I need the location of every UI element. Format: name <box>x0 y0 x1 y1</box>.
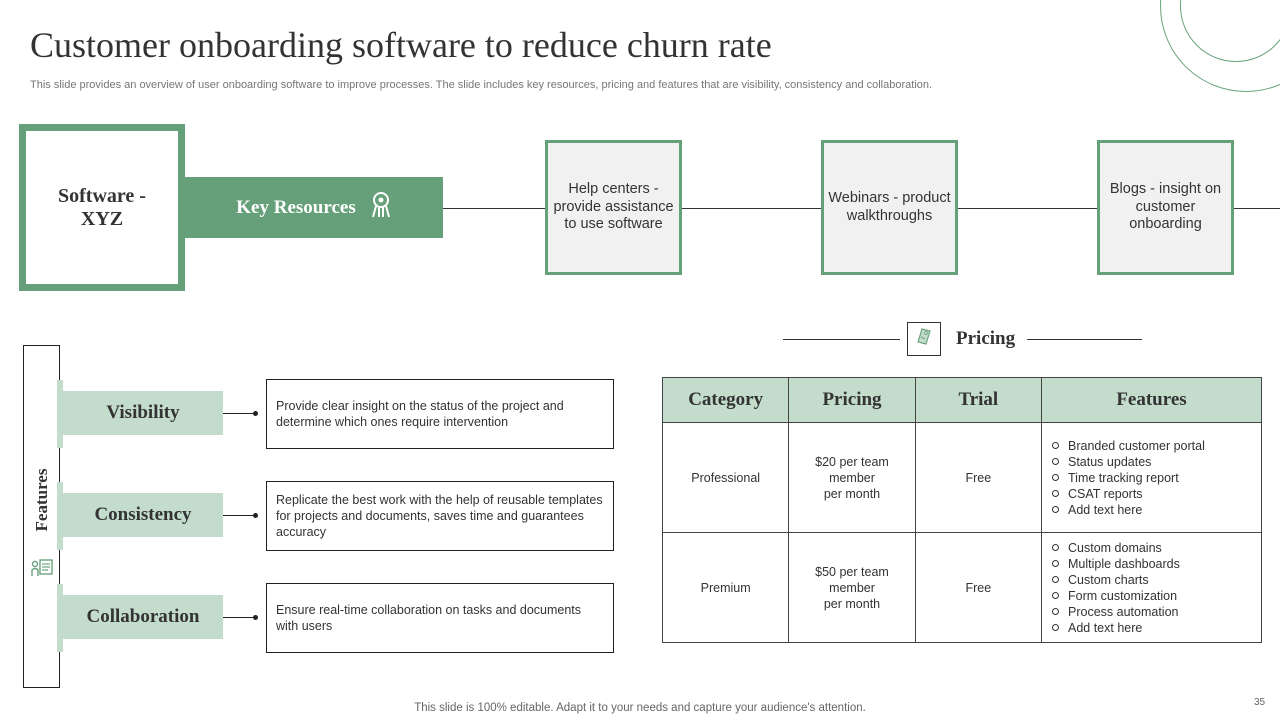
feature-tab-collaboration: Collaboration <box>63 595 223 639</box>
feature-connector-consistency <box>223 515 256 516</box>
pricing-trial-cell: Free <box>914 532 1043 643</box>
feature-connector-collaboration <box>223 617 256 618</box>
list-item: Custom charts <box>1052 572 1261 588</box>
price-line: per month <box>823 596 881 611</box>
bullet-icon <box>1052 624 1059 631</box>
list-item: Branded customer portal <box>1052 438 1261 454</box>
price-line: $20 per team <box>815 454 889 469</box>
software-label-line2: XYZ <box>80 207 124 230</box>
software-box: Software - XYZ <box>19 124 185 291</box>
feature-list: Custom domains Multiple dashboards Custo… <box>1052 540 1261 636</box>
list-item: Custom domains <box>1052 540 1261 556</box>
feature-tab-consistency: Consistency <box>63 493 223 537</box>
key-resources-banner: Key Resources <box>185 177 443 238</box>
feature-connector-dot-visibility <box>253 411 258 416</box>
feature-text: Custom domains <box>1068 540 1162 555</box>
software-label: Software - XYZ <box>58 185 146 231</box>
pricing-col-pricing: Pricing <box>788 377 916 423</box>
page-title: Customer onboarding software to reduce c… <box>30 25 772 65</box>
resource-card-blogs: Blogs - insight on customer onboarding <box>1097 140 1234 275</box>
pricing-icon-box <box>907 322 941 356</box>
features-label: Features <box>32 468 51 532</box>
bullet-icon <box>1052 458 1059 465</box>
table-row: Professional $20 per team member per mon… <box>661 422 1262 533</box>
feature-text: Custom charts <box>1068 572 1149 587</box>
page-number: 35 <box>1254 697 1266 708</box>
bullet-icon <box>1052 442 1059 449</box>
list-item: Time tracking report <box>1052 470 1261 486</box>
pricing-table: Category Pricing Trial Features Professi… <box>661 377 1262 643</box>
footer-note: This slide is 100% editable. Adapt it to… <box>414 702 866 714</box>
feature-strip-visibility <box>57 380 63 448</box>
feature-text: Branded customer portal <box>1068 438 1205 453</box>
feature-text: Time tracking report <box>1068 470 1179 485</box>
pricing-rule-right <box>1027 339 1142 340</box>
feature-text: Multiple dashboards <box>1068 556 1180 571</box>
feature-text: Process automation <box>1068 604 1179 619</box>
feature-connector-dot-collaboration <box>253 615 258 620</box>
pricing-trial-cell: Free <box>914 422 1043 533</box>
price-line: $50 per team <box>815 564 889 579</box>
feature-list: Branded customer portal Status updates T… <box>1052 438 1261 518</box>
list-item: Process automation <box>1052 604 1261 620</box>
bullet-icon <box>1052 490 1059 497</box>
pricing-col-category: Category <box>661 377 790 423</box>
feature-description-collaboration: Ensure real-time collaboration on tasks … <box>266 583 614 653</box>
resource-card-webinars: Webinars - product walkthroughs <box>821 140 958 275</box>
table-row: Premium $50 per team member per month Fr… <box>661 532 1262 643</box>
pricing-price-cell: $20 per team member per month <box>788 422 916 533</box>
bullet-icon <box>1052 608 1059 615</box>
features-icon <box>30 556 54 585</box>
pricing-col-trial: Trial <box>914 377 1043 423</box>
pricing-features-cell: Custom domains Multiple dashboards Custo… <box>1041 532 1262 643</box>
bullet-icon <box>1052 474 1059 481</box>
list-item: Form customization <box>1052 588 1261 604</box>
feature-connector-dot-consistency <box>253 513 258 518</box>
price-line: member <box>829 470 875 485</box>
feature-tab-visibility: Visibility <box>63 391 223 435</box>
key-resources-label: Key Resources <box>236 196 356 218</box>
feature-text: Add text here <box>1068 502 1143 517</box>
list-item: Add text here <box>1052 502 1261 518</box>
bullet-icon <box>1052 506 1059 513</box>
feature-text: Status updates <box>1068 454 1152 469</box>
bullet-icon <box>1052 576 1059 583</box>
pricing-col-features: Features <box>1041 377 1262 423</box>
feature-strip-consistency <box>57 482 63 550</box>
bullet-icon <box>1052 544 1059 551</box>
feature-connector-visibility <box>223 413 256 414</box>
list-item: Status updates <box>1052 454 1261 470</box>
feature-text: Add text here <box>1068 620 1143 635</box>
feature-strip-collaboration <box>57 584 63 652</box>
feature-description-visibility: Provide clear insight on the status of t… <box>266 379 614 449</box>
software-label-line1: Software - <box>58 184 146 207</box>
resource-card-help-centers: Help centers - provide assistance to use… <box>545 140 682 275</box>
feature-text: Form customization <box>1068 588 1178 603</box>
feature-text: CSAT reports <box>1068 486 1143 501</box>
feature-description-consistency: Replicate the best work with the help of… <box>266 481 614 551</box>
price-line: member <box>829 580 875 595</box>
robot-icon <box>370 191 392 224</box>
pricing-price-cell: $50 per team member per month <box>788 532 916 643</box>
bullet-icon <box>1052 560 1059 567</box>
pricing-features-cell: Branded customer portal Status updates T… <box>1041 422 1262 533</box>
page-subtitle: This slide provides an overview of user … <box>30 79 933 91</box>
price-line: per month <box>823 486 881 501</box>
list-item: CSAT reports <box>1052 486 1261 502</box>
pricing-table-header-row: Category Pricing Trial Features <box>661 377 1262 423</box>
bullet-icon <box>1052 592 1059 599</box>
list-item: Add text here <box>1052 620 1261 636</box>
pricing-category-cell: Professional <box>661 422 790 533</box>
price-tag-icon <box>914 327 934 352</box>
list-item: Multiple dashboards <box>1052 556 1261 572</box>
pricing-title: Pricing <box>956 328 1016 349</box>
pricing-rule-left <box>783 339 900 340</box>
pricing-category-cell: Premium <box>661 532 790 643</box>
